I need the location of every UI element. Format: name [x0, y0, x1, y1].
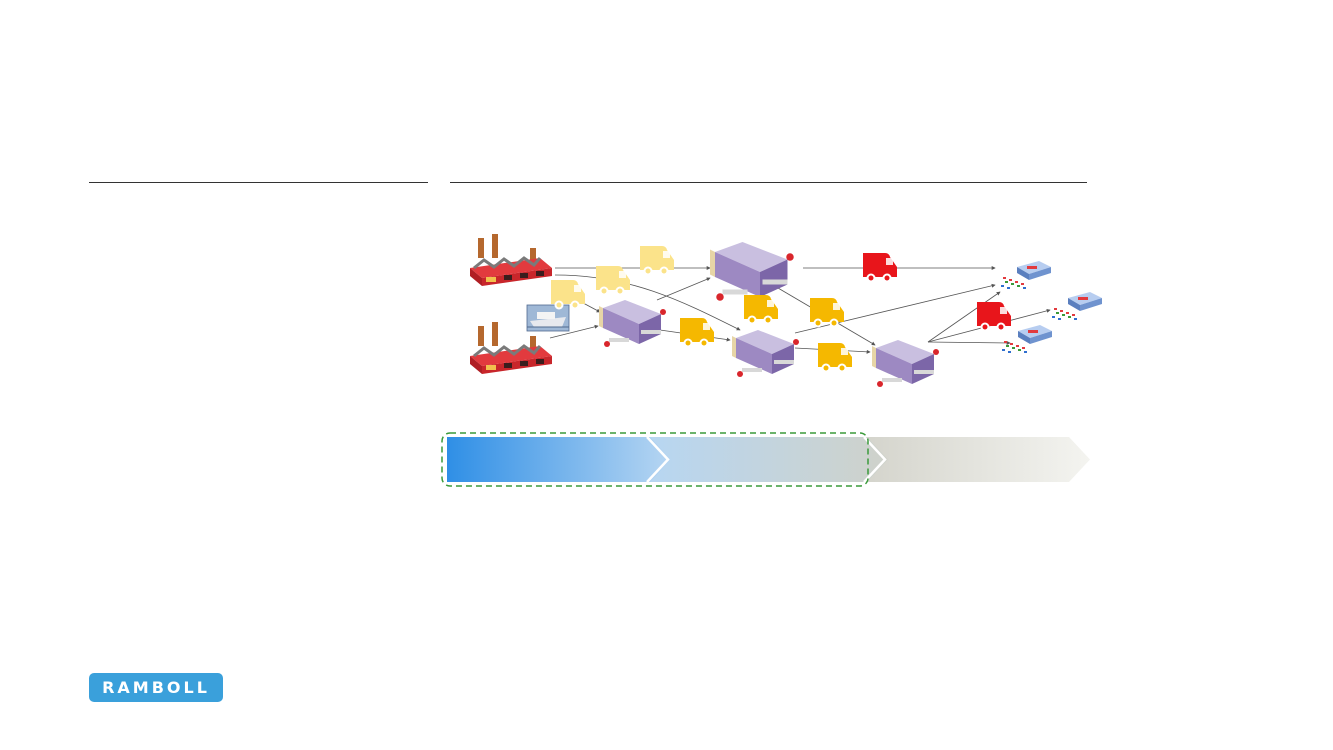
truck-icon — [640, 246, 674, 276]
logo-text: RAMBOLL — [102, 678, 210, 697]
highlight-dashed-box — [441, 432, 869, 487]
factory-icon — [468, 232, 554, 288]
store-icon — [1052, 292, 1102, 320]
warehouse-icon — [599, 300, 666, 347]
store-icon — [1002, 325, 1052, 353]
truck-icon — [977, 302, 1011, 332]
warehouse-icon — [732, 330, 799, 377]
ship-icon — [526, 304, 570, 332]
chevron-arrow — [447, 437, 671, 482]
left-header-rule — [89, 182, 428, 183]
truck-icon — [596, 266, 630, 296]
truck-icon — [810, 298, 844, 328]
truck-icon — [744, 295, 778, 325]
process-arrow — [447, 436, 1090, 483]
truck-icon — [863, 253, 897, 283]
chevron-arrow — [865, 437, 1090, 482]
chevron-arrow — [648, 437, 888, 482]
truck-icon — [818, 343, 852, 373]
store-icon — [1001, 261, 1051, 289]
ramboll-logo: RAMBOLL — [89, 673, 223, 702]
warehouse-icon — [710, 242, 794, 301]
truck-icon — [680, 318, 714, 348]
right-header-rule — [450, 182, 1087, 183]
warehouse-icon — [872, 340, 939, 387]
